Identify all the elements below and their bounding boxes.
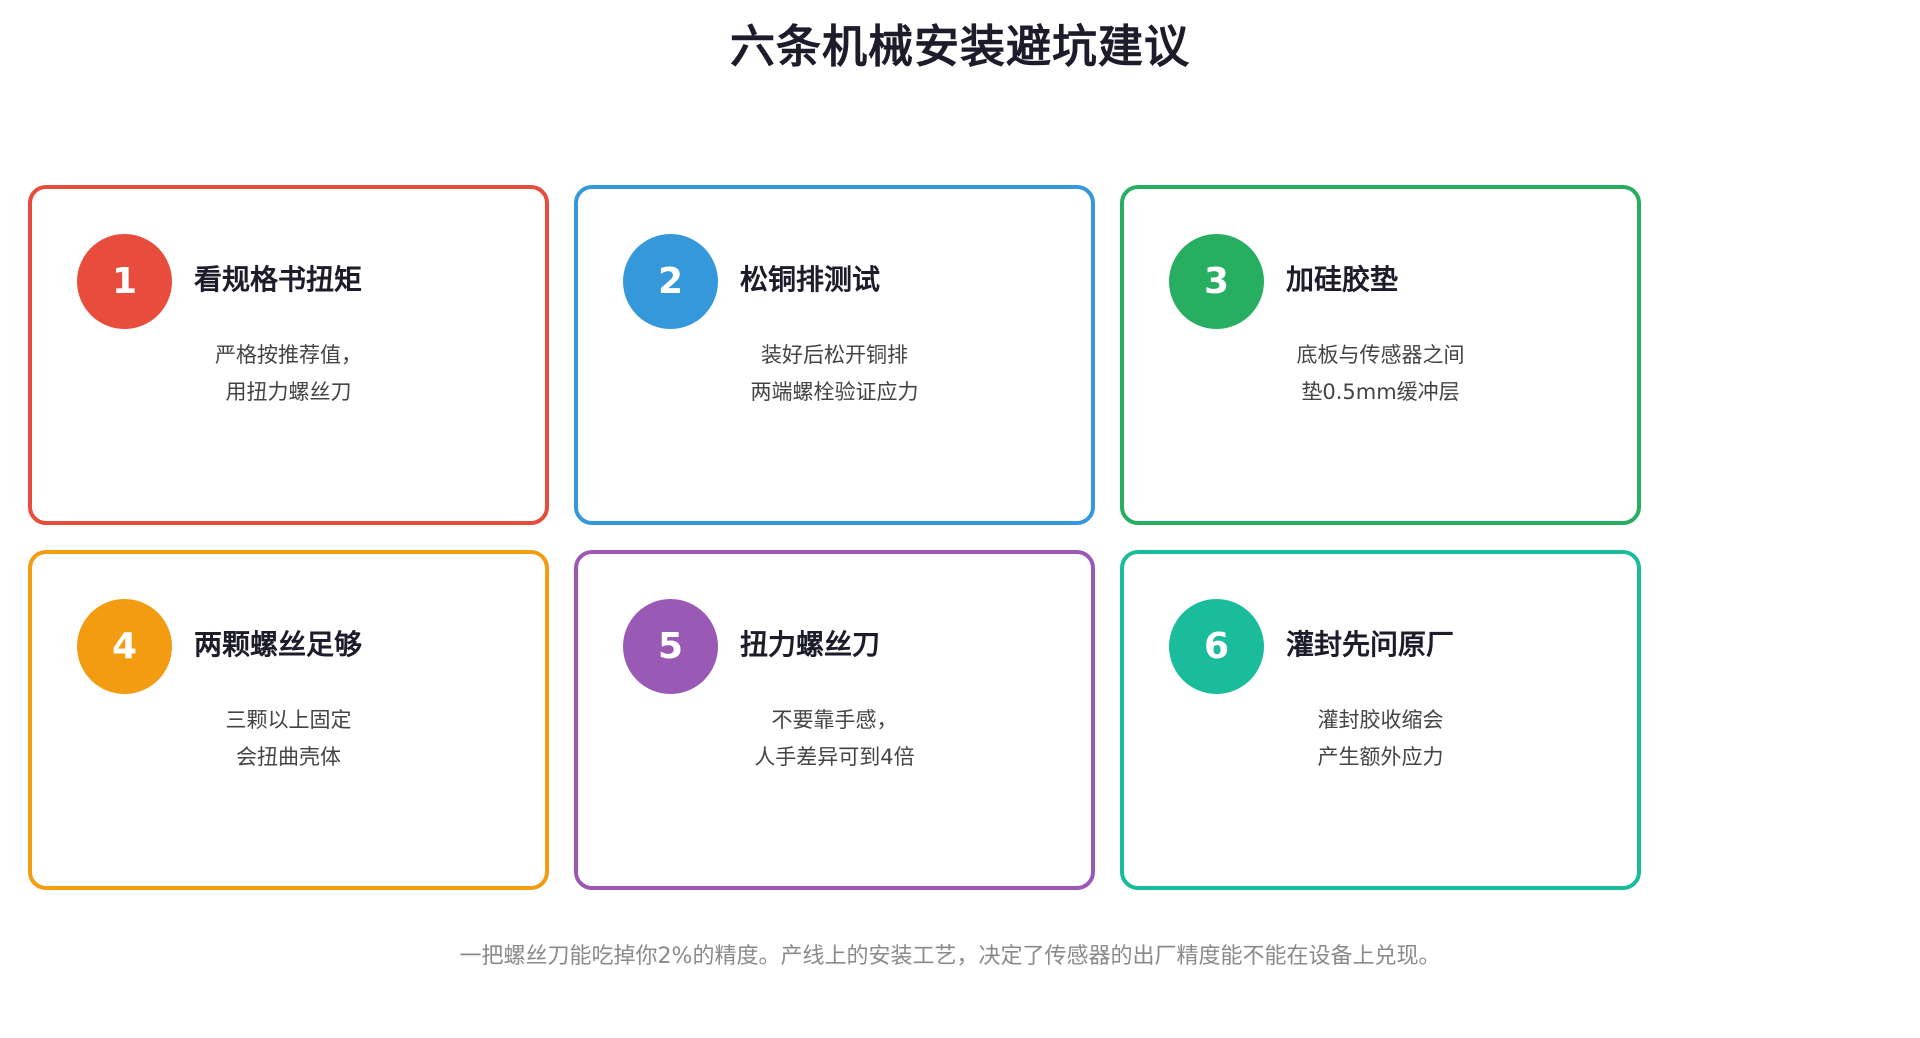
description-line-1: 装好后松开铜排	[761, 343, 908, 367]
card-description: 底板与传感器之间 垫0.5mm缓冲层	[1124, 337, 1637, 411]
card-description: 严格按推荐值， 用扭力螺丝刀	[32, 337, 545, 411]
card-description: 灌封胶收缩会 产生额外应力	[1124, 702, 1637, 776]
description-line-2: 产生额外应力	[1317, 745, 1444, 769]
card-1: 1 看规格书扭矩 严格按推荐值， 用扭力螺丝刀	[28, 185, 549, 525]
number-badge: 1	[77, 234, 172, 329]
description-line-1: 不要靠手感，	[771, 708, 898, 732]
number-badge: 4	[77, 599, 172, 694]
description-line-2: 两端螺栓验证应力	[750, 380, 919, 404]
card-title: 两颗螺丝足够	[194, 627, 363, 661]
card-title: 灌封先问原厂	[1286, 627, 1455, 661]
card-header: 6 灌封先问原厂	[1169, 599, 1454, 694]
number-badge: 6	[1169, 599, 1264, 694]
card-title: 看规格书扭矩	[194, 262, 363, 296]
description-line-2: 垫0.5mm缓冲层	[1301, 380, 1460, 404]
description-line-1: 灌封胶收缩会	[1317, 708, 1444, 732]
card-header: 4 两颗螺丝足够	[77, 599, 362, 694]
card-6: 6 灌封先问原厂 灌封胶收缩会 产生额外应力	[1120, 550, 1641, 890]
card-header: 2 松铜排测试	[623, 234, 880, 329]
card-title: 扭力螺丝刀	[740, 627, 881, 661]
card-4: 4 两颗螺丝足够 三颗以上固定 会扭曲壳体	[28, 550, 549, 890]
card-description: 装好后松开铜排 两端螺栓验证应力	[578, 337, 1091, 411]
card-header: 1 看规格书扭矩	[77, 234, 362, 329]
description-line-2: 用扭力螺丝刀	[225, 380, 352, 404]
card-header: 3 加硅胶垫	[1169, 234, 1398, 329]
description-line-1: 三颗以上固定	[225, 708, 352, 732]
description-line-2: 人手差异可到4倍	[754, 745, 915, 769]
description-line-2: 会扭曲壳体	[236, 745, 341, 769]
card-grid: 1 看规格书扭矩 严格按推荐值， 用扭力螺丝刀 2 松铜排测试 装好后松开铜排 …	[28, 185, 1643, 890]
card-description: 三颗以上固定 会扭曲壳体	[32, 702, 545, 776]
description-line-1: 严格按推荐值，	[215, 343, 362, 367]
footer-note: 一把螺丝刀能吃掉你2%的精度。产线上的安装工艺，决定了传感器的出厂精度能不能在设…	[459, 944, 1441, 969]
card-description: 不要靠手感， 人手差异可到4倍	[578, 702, 1091, 776]
number-badge: 5	[623, 599, 718, 694]
card-3: 3 加硅胶垫 底板与传感器之间 垫0.5mm缓冲层	[1120, 185, 1641, 525]
card-title: 加硅胶垫	[1286, 262, 1399, 296]
card-2: 2 松铜排测试 装好后松开铜排 两端螺栓验证应力	[574, 185, 1095, 525]
number-badge: 2	[623, 234, 718, 329]
number-badge: 3	[1169, 234, 1264, 329]
card-header: 5 扭力螺丝刀	[623, 599, 880, 694]
description-line-1: 底板与传感器之间	[1296, 343, 1465, 367]
page-title: 六条机械安装避坑建议	[729, 20, 1190, 73]
card-title: 松铜排测试	[740, 262, 881, 296]
card-5: 5 扭力螺丝刀 不要靠手感， 人手差异可到4倍	[574, 550, 1095, 890]
